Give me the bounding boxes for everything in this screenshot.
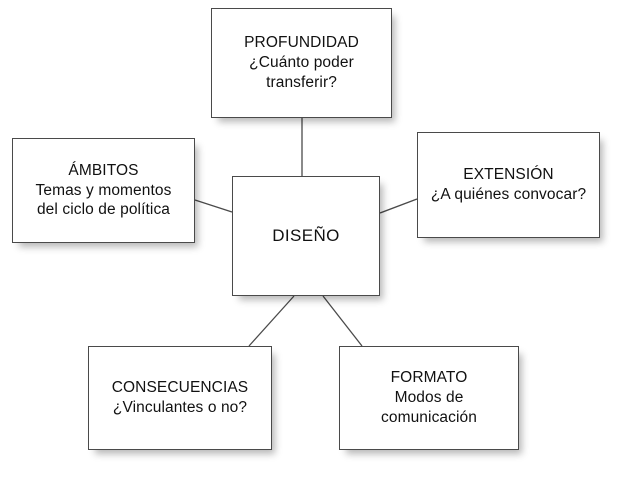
node-extension-subtitle-line-1: ¿A quiénes convocar? <box>430 186 587 203</box>
node-extension-title: EXTENSIÓN <box>463 166 554 184</box>
node-diseno[interactable]: DISEÑO <box>232 176 380 296</box>
node-ambitos-subtitle-line-1: Temas y momentos <box>35 181 172 199</box>
connector-diseno-formato <box>322 295 363 347</box>
node-profundidad-title: PROFUNDIDAD <box>244 34 359 52</box>
node-profundidad[interactable]: PROFUNDIDAD ¿Cuánto poder transferir? <box>211 8 392 118</box>
node-extension[interactable]: EXTENSIÓN ¿A quiénes convocar? <box>417 132 600 238</box>
node-profundidad-subtitle-line-1: ¿Cuánto poder <box>249 54 354 72</box>
node-formato-title: FORMATO <box>390 369 468 387</box>
node-ambitos-subtitle-line-2: del ciclo de política <box>36 201 171 219</box>
node-consecuencias[interactable]: CONSECUENCIAS ¿Vinculantes o no? <box>88 346 272 450</box>
node-consecuencias-title: CONSECUENCIAS <box>111 379 249 397</box>
connector-diseno-consecuencias <box>248 295 295 347</box>
node-ambitos[interactable]: ÁMBITOS Temas y momentos del ciclo de po… <box>12 138 195 243</box>
node-ambitos-title: ÁMBITOS <box>68 161 139 179</box>
node-formato[interactable]: FORMATO Modos de comunicación <box>339 346 519 450</box>
node-diseno-title: DISEÑO <box>272 226 340 246</box>
node-profundidad-subtitle-line-2: transferir? <box>266 73 337 91</box>
connector-diseno-ambitos <box>194 199 233 213</box>
node-formato-subtitle-line-2: comunicación <box>381 408 477 426</box>
node-formato-subtitle-line-1: Modos de <box>394 389 464 407</box>
node-consecuencias-subtitle-line-1: ¿Vinculantes o no? <box>112 399 248 416</box>
connector-diseno-extension <box>379 198 418 214</box>
